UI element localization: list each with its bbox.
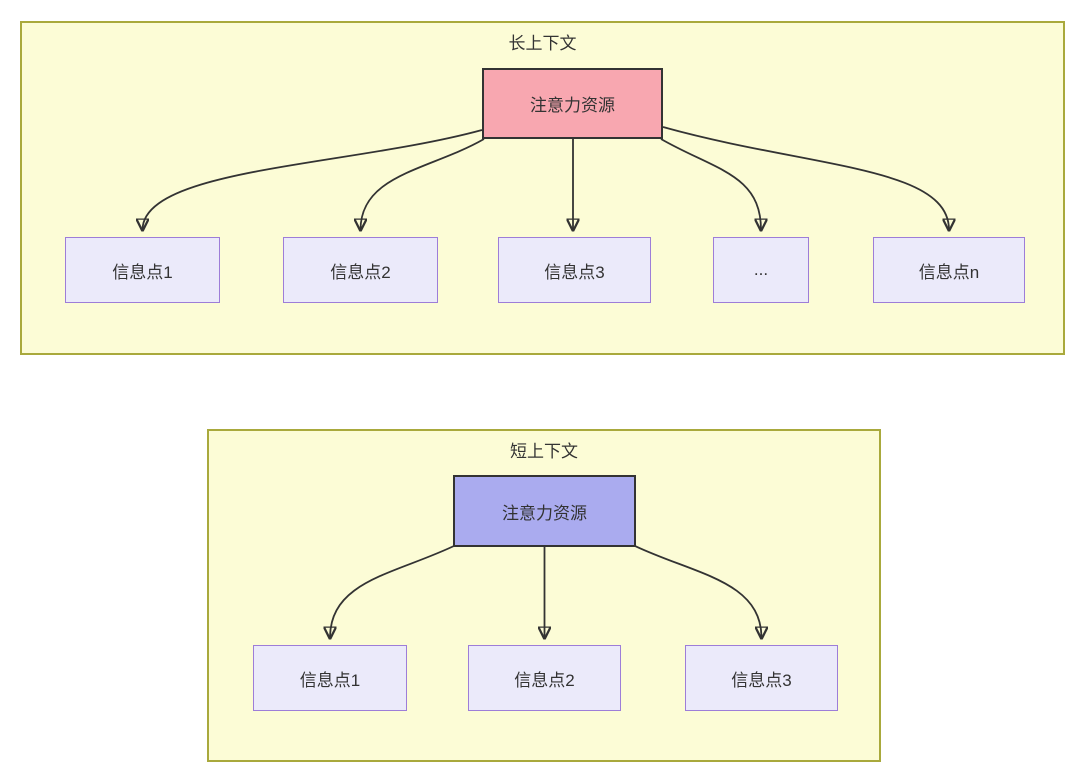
long-info-point-ellipsis-node: ... [713, 237, 809, 303]
short-info-point-1-node: 信息点1 [253, 645, 407, 711]
long-context-title: 长上下文 [508, 34, 577, 53]
short-context-title: 短上下文 [510, 442, 578, 461]
short-attention-source-node: 注意力资源 [453, 475, 636, 547]
long-info-point-n-node: 信息点n [873, 237, 1025, 303]
long-info-point-2-node: 信息点2 [283, 237, 438, 303]
short-info-point-2-node: 信息点2 [468, 645, 621, 711]
short-info-point-3-node: 信息点3 [685, 645, 838, 711]
long-attention-source-node: 注意力资源 [482, 68, 663, 139]
long-info-point-1-node: 信息点1 [65, 237, 220, 303]
long-info-point-3-node: 信息点3 [498, 237, 651, 303]
